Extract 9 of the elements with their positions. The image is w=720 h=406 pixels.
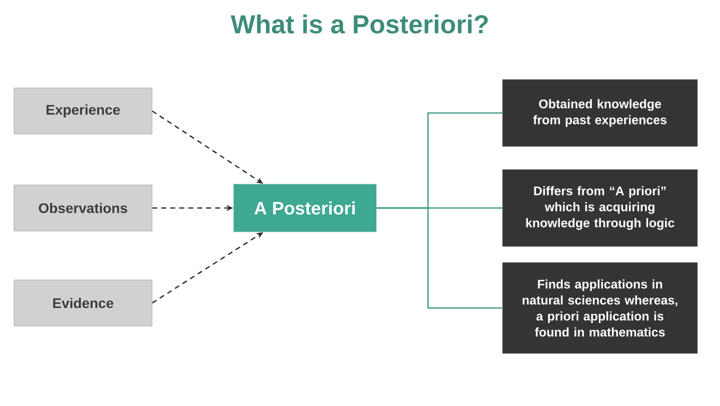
connector-line	[376, 207, 502, 309]
description-box: Obtained knowledge from past experiences	[502, 79, 698, 147]
description-box: Finds applications in natural sciences whereas, a priori application is found in mathematics	[502, 262, 698, 354]
concept-box: Evidence	[14, 280, 152, 326]
concept-box: Observations	[14, 184, 152, 232]
title: What is a Posteriori?	[230, 14, 488, 34]
main-box: A Posteriori	[233, 184, 377, 232]
concept-box: Experience	[14, 88, 152, 134]
description-box: Differs from “A priori” which is acquiring knowledge through logic	[502, 169, 698, 247]
